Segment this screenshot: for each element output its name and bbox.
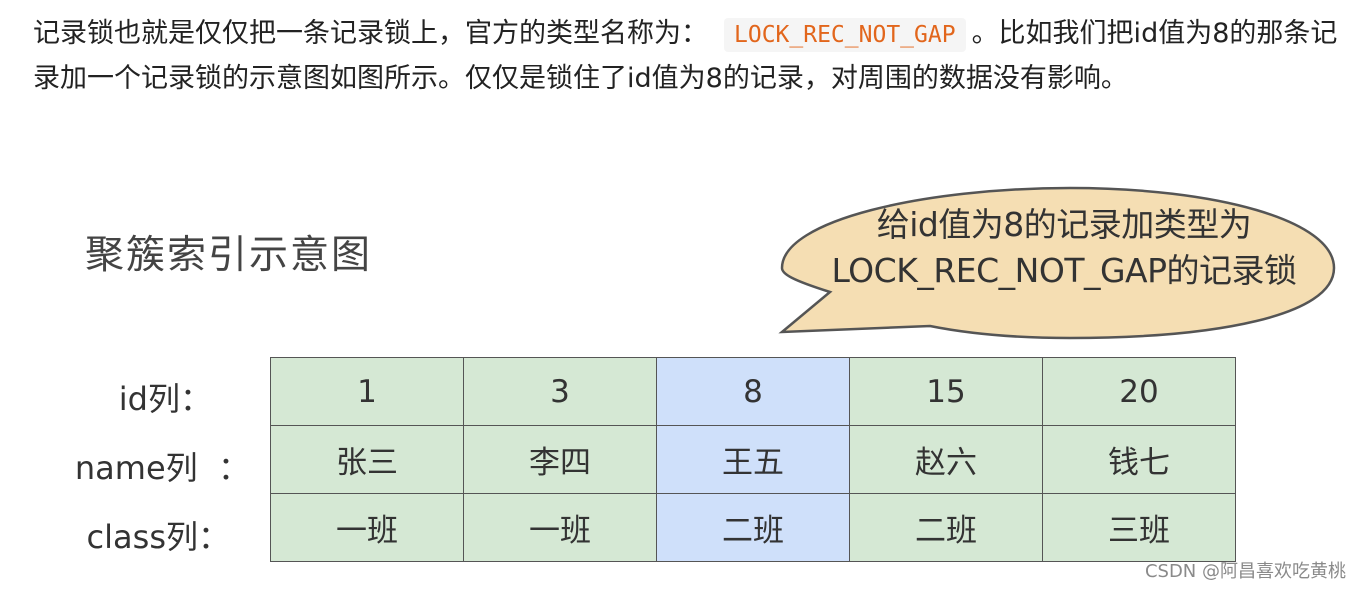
- class-cell: 三班: [1042, 493, 1236, 562]
- description-paragraph: 记录锁也就是仅仅把一条记录锁上，官方的类型名称为： LOCK_REC_NOT_GA…: [33, 12, 1343, 101]
- bubble-line-1: 给id值为8的记录加类型为: [876, 205, 1252, 244]
- class-cell-highlighted: 二班: [656, 493, 850, 562]
- id-cell-highlighted: 8: [656, 357, 850, 426]
- row-label-id: id列：: [118, 380, 212, 418]
- name-row: 张三 李四 王五 赵六 钱七: [270, 425, 1236, 494]
- name-cell: 张三: [270, 425, 464, 494]
- diagram-title: 聚簇索引示意图: [85, 233, 373, 278]
- id-cell: 1: [270, 357, 464, 426]
- paragraph-text-after: 。比如我们把id值为8的那条记录加一个记录锁的示意图如图所示。仅仅是锁住了id值…: [33, 18, 1338, 94]
- bubble-text: 给id值为8的记录加类型为 LOCK_REC_NOT_GAP的记录锁: [804, 202, 1324, 294]
- watermark: CSDN @阿昌喜欢吃黄桃: [1144, 561, 1346, 582]
- class-cell: 一班: [463, 493, 657, 562]
- row-label-name: name列 ：: [74, 449, 250, 487]
- speech-bubble: 给id值为8的记录加类型为 LOCK_REC_NOT_GAP的记录锁: [770, 180, 1350, 350]
- name-cell: 钱七: [1042, 425, 1236, 494]
- speech-bubble-shape: [778, 186, 1336, 340]
- name-cell: 李四: [463, 425, 657, 494]
- inline-code: LOCK_REC_NOT_GAP: [724, 18, 966, 52]
- class-cell: 二班: [849, 493, 1043, 562]
- id-cell: 15: [849, 357, 1043, 426]
- bubble-outline: [778, 186, 1336, 340]
- row-label-class: class列：: [86, 518, 230, 556]
- id-cell: 20: [1042, 357, 1236, 426]
- class-cell: 一班: [270, 493, 464, 562]
- name-cell-highlighted: 王五: [656, 425, 850, 494]
- id-cell: 3: [463, 357, 657, 426]
- id-row: 1 3 8 15 20: [270, 357, 1236, 426]
- clustered-index-table: 1 3 8 15 20 张三 李四 王五 赵六 钱七 一班 一班 二班 二班 三…: [270, 357, 1236, 562]
- name-cell: 赵六: [849, 425, 1043, 494]
- paragraph-text-before: 记录锁也就是仅仅把一条记录锁上，官方的类型名称为：: [33, 18, 708, 49]
- class-row: 一班 一班 二班 二班 三班: [270, 493, 1236, 562]
- bubble-line-2: LOCK_REC_NOT_GAP的记录锁: [831, 251, 1297, 290]
